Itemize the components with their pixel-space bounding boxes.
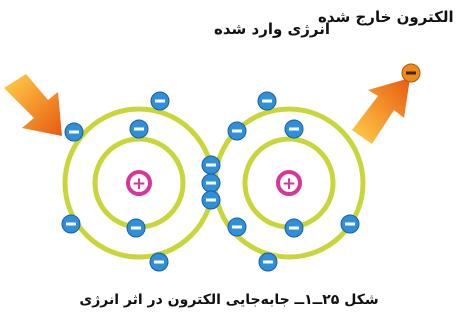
right-nucleus-sign: +: [282, 174, 296, 194]
electron: [228, 218, 246, 236]
electron: [127, 219, 145, 237]
electron: [259, 253, 277, 271]
left-nucleus-sign: +: [132, 174, 146, 194]
electron: [130, 120, 148, 138]
electron: [65, 123, 83, 141]
electron: [202, 156, 220, 174]
electron: [151, 92, 169, 110]
figure-caption: شکل ۲۵ــ۱ــ جابه‌جایی الکترون در اثر انر…: [0, 292, 458, 308]
left-nucleus: +: [128, 172, 150, 194]
ejection-arrow: [352, 78, 410, 144]
electron: [62, 215, 80, 233]
electron: [150, 253, 168, 271]
electron: [285, 219, 303, 237]
right-nucleus: +: [278, 172, 300, 194]
electron: [258, 92, 276, 110]
ejected-electron: [402, 64, 420, 82]
electron: [202, 174, 220, 192]
electron: [285, 120, 303, 138]
electron: [341, 215, 359, 233]
energy-arrow: [4, 74, 62, 136]
electron: [228, 122, 246, 140]
electron: [202, 191, 220, 209]
